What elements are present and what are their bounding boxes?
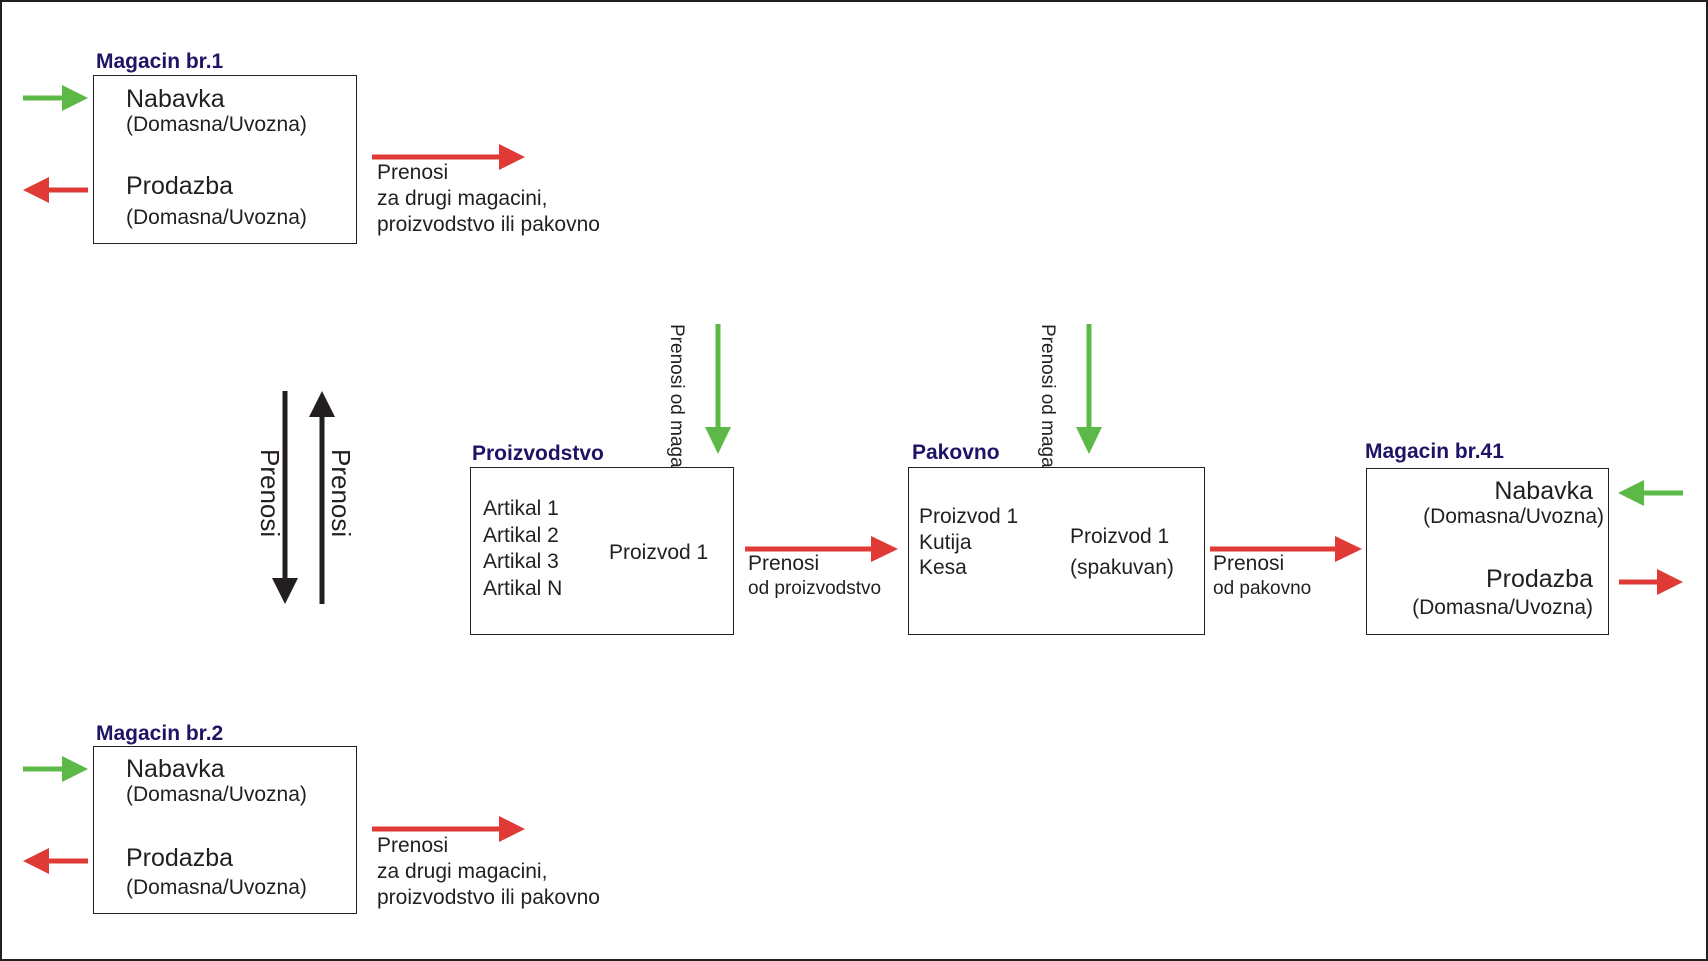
production-title: Proizvodstvo [472, 442, 604, 465]
warehouse41-title: Magacin br.41 [1365, 440, 1504, 463]
packaging-output: Proizvod 1 (spakuvan) [1070, 525, 1174, 579]
warehouse41-purchase: Nabavka [1494, 477, 1593, 505]
wh1-purchase-in-arrow-icon [23, 85, 88, 111]
production-inputs: Artikal 1 Artikal 2 Artikal 3 Artikal N [483, 496, 562, 602]
wh41-purchase-in-arrow-icon [1618, 480, 1683, 506]
warehouse1-purchase-sub: (Domasna/Uvozna) [126, 113, 307, 136]
packaging-outgoing-label: Prenosi od pakovno [1213, 552, 1312, 599]
warehouse2-transfer-label: Prenosi za drugi magacini, proizvodstvo … [377, 834, 600, 909]
packaging-box: Proizvod 1 Kutija Kesa Proizvod 1 (spaku… [908, 467, 1205, 635]
wh41-sale-out-arrow-icon [1619, 569, 1683, 595]
warehouse1-purchase: Nabavka [126, 85, 225, 113]
production-input: Artikal 2 [483, 523, 559, 547]
warehouse2-sale: Prodazba [126, 844, 234, 872]
wh2-sale-out-arrow-icon [23, 848, 88, 874]
warehouse2-title: Magacin br.2 [96, 722, 224, 745]
production-incoming-arrow-icon [705, 324, 731, 454]
packaging-input: Kesa [919, 556, 967, 579]
wh1-sale-out-arrow-icon [23, 177, 88, 203]
packaging-outgoing-arrow-icon [1210, 536, 1362, 562]
transfer-down-arrow-icon [272, 391, 298, 604]
transfer-down-label: Prenosi [255, 449, 285, 538]
warehouse2-box: Nabavka (Domasna/Uvozna) Prodazba (Domas… [93, 746, 357, 914]
production-output: Proizvod 1 [609, 541, 709, 564]
transfer-up-arrow-icon [309, 391, 335, 604]
warehouse41-sale: Prodazba [1485, 565, 1593, 593]
packaging-inputs: Proizvod 1 Kutija Kesa [919, 504, 1018, 581]
warehouse41-purchase-sub: (Domasna/Uvozna) [1423, 505, 1604, 528]
warehouse1-transfer-label: Prenosi za drugi magacini, proizvodstvo … [377, 161, 600, 236]
production-input: Artikal 3 [483, 550, 559, 573]
warehouse1-sale-sub: (Domasna/Uvozna) [126, 206, 307, 229]
wh2-purchase-in-arrow-icon [23, 756, 88, 782]
production-outgoing-label: Prenosi od proizvodstvo [748, 552, 882, 599]
warehouse1-title: Magacin br.1 [96, 50, 224, 73]
packaging-input: Proizvod 1 [919, 505, 1019, 528]
warehouse1-box: Nabavka (Domasna/Uvozna) Prodazba (Domas… [93, 75, 357, 244]
production-box: Artikal 1 Artikal 2 Artikal 3 Artikal N … [470, 467, 734, 635]
production-input: Artikal N [483, 576, 563, 600]
production-input: Artikal 1 [483, 497, 559, 520]
warehouse41-sale-sub: (Domasna/Uvozna) [1412, 596, 1593, 619]
packaging-incoming-arrow-icon [1076, 324, 1102, 454]
wh1-transfer-arrow-icon [372, 144, 525, 170]
warehouse41-box: Nabavka (Domasna/Uvozna) Prodazba (Domas… [1366, 468, 1609, 635]
production-outgoing-arrow-icon [745, 536, 898, 562]
warehouse2-purchase: Nabavka [126, 755, 225, 783]
wh2-transfer-arrow-icon [372, 816, 525, 842]
warehouse2-purchase-sub: (Domasna/Uvozna) [126, 783, 307, 806]
warehouse1-sale: Prodazba [126, 172, 234, 200]
packaging-title: Pakovno [912, 441, 1000, 464]
transfer-up-label: Prenosi [326, 449, 356, 538]
warehouse2-sale-sub: (Domasna/Uvozna) [126, 876, 307, 899]
packaging-input: Kutija [919, 530, 972, 554]
